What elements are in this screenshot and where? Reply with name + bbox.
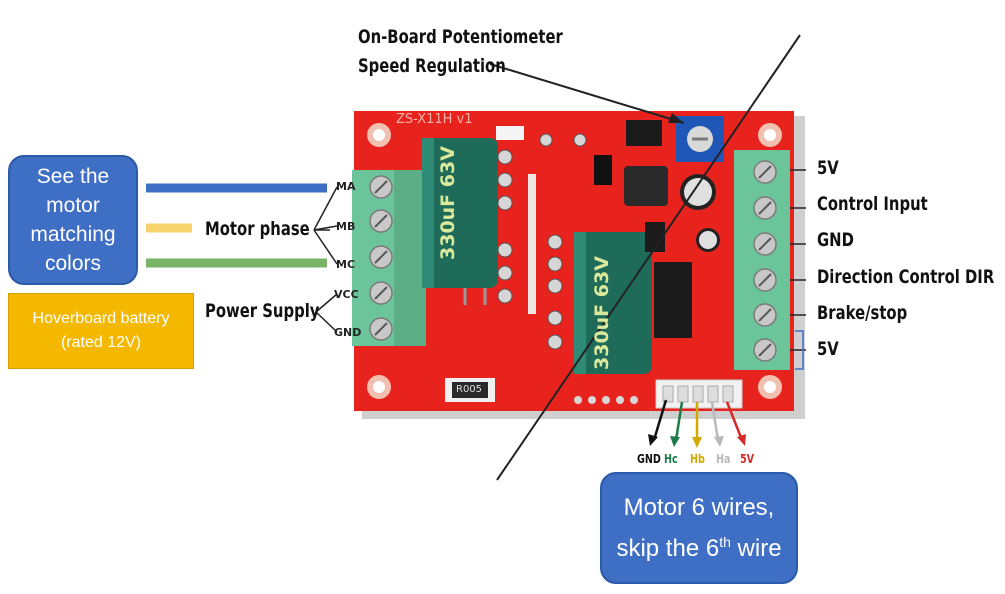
battery-text: Hoverboard battery (rated 12V) bbox=[32, 310, 170, 351]
diode bbox=[594, 155, 612, 185]
capacitor-right-label: 330uF 63V bbox=[591, 256, 613, 370]
pad-top bbox=[496, 126, 524, 140]
potentiometer-pointer bbox=[489, 63, 685, 124]
hall-label-hb: Hb bbox=[690, 452, 705, 466]
motor-phase-label: Motor phase bbox=[205, 218, 310, 240]
heatsink-bar bbox=[528, 174, 536, 314]
mounting-hole-tr bbox=[758, 123, 782, 147]
tiny-capacitor bbox=[696, 228, 720, 252]
capacitor-left-label: 330uF 63V bbox=[437, 146, 459, 260]
right-pin-label-5v-top: 5V bbox=[817, 157, 839, 179]
hall-wire-arrows bbox=[652, 399, 744, 441]
right-pin-label-gnd: GND bbox=[817, 229, 854, 251]
motor-wires-main: Motor 6 wires, skip the 6 bbox=[616, 493, 775, 562]
board-model-label: ZS-X11H v1 bbox=[396, 112, 473, 127]
potentiometer-title: On-Board Potentiometer bbox=[358, 26, 563, 48]
capacitor-left bbox=[422, 138, 498, 305]
motor-colors-callout: See the motor matching colors bbox=[8, 155, 138, 285]
five-volt-bracket bbox=[795, 330, 804, 370]
small-capacitor bbox=[680, 174, 716, 210]
mosfet-pads bbox=[497, 133, 587, 350]
pin-label-ma: MA bbox=[336, 180, 356, 193]
mounting-hole-tl bbox=[367, 123, 391, 147]
ic-driver bbox=[654, 262, 692, 338]
hall-label-gnd: GND bbox=[637, 452, 661, 466]
right-pin-label-5v-bottom: 5V bbox=[817, 338, 839, 360]
motor-wires-callout: Motor 6 wires, skip the 6th wire bbox=[600, 472, 798, 584]
pin-label-gnd: GND bbox=[334, 326, 362, 339]
motor-wires-end: wire bbox=[730, 534, 782, 562]
hall-label-hc: Hc bbox=[664, 452, 678, 466]
battery-callout: Hoverboard battery (rated 12V) bbox=[8, 293, 194, 369]
right-pin-label-direction: Direction Control DIR bbox=[817, 266, 995, 288]
right-pin-label-brake: Brake/stop bbox=[817, 302, 908, 324]
right-pin-leaders bbox=[790, 169, 806, 351]
pin-label-mb: MB bbox=[336, 220, 356, 233]
motor-phase-bracket bbox=[313, 186, 338, 265]
motor-wires-text: Motor 6 wires, skip the 6th wire bbox=[612, 491, 786, 566]
diagonal-line bbox=[496, 34, 801, 481]
right-terminal-block bbox=[734, 150, 790, 370]
header-pins bbox=[574, 396, 638, 404]
pin-label-vcc: VCC bbox=[334, 288, 359, 301]
inductor bbox=[624, 166, 668, 206]
potentiometer bbox=[676, 116, 724, 162]
hall-label-5v: 5V bbox=[740, 452, 755, 466]
pin-label-mc: MC bbox=[336, 258, 356, 271]
motor-colors-text: See the motor matching colors bbox=[30, 165, 116, 275]
hall-label-ha: Ha bbox=[716, 452, 731, 466]
right-pin-label-control-input: Control Input bbox=[817, 193, 928, 215]
potentiometer-subtitle: Speed Regulation bbox=[358, 55, 506, 77]
mounting-hole-br bbox=[758, 375, 782, 399]
power-supply-bracket bbox=[315, 293, 338, 333]
power-supply-label: Power Supply bbox=[205, 300, 320, 322]
mounting-hole-bl bbox=[367, 375, 391, 399]
motor-wires-sup: th bbox=[719, 533, 731, 550]
capacitor-right bbox=[574, 232, 652, 374]
resistor-label: R005 bbox=[456, 384, 483, 395]
ic-top bbox=[626, 120, 662, 146]
